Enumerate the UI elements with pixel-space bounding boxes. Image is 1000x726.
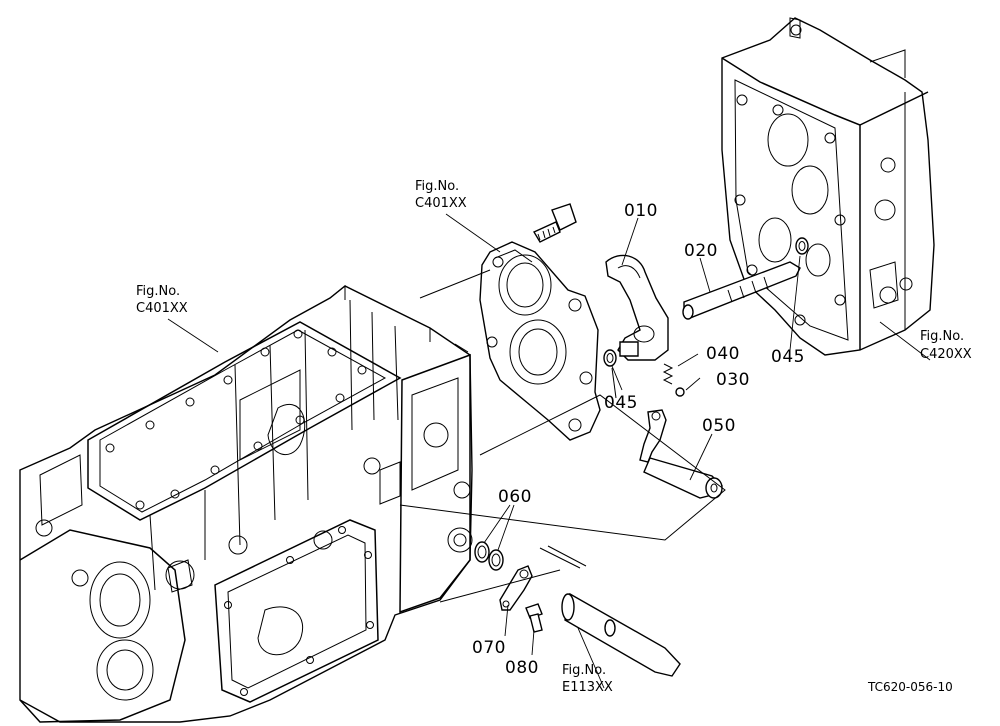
- fig-ref-c420-line2: C420XX: [920, 347, 972, 362]
- fig-ref-c401-left-line2: C401XX: [136, 301, 188, 316]
- ball-030: [675, 387, 685, 397]
- fig-ref-e113-line1: Fig.No.: [562, 663, 606, 678]
- callout-045-right: 045: [771, 347, 805, 367]
- cover-bolt: [532, 203, 577, 243]
- fig-ref-e113-line2: E113XX: [562, 680, 613, 695]
- shaft-lower: [539, 545, 681, 677]
- callout-010: 010: [624, 201, 658, 221]
- callout-030: 030: [716, 370, 750, 390]
- callout-045-left: 045: [604, 393, 638, 413]
- fig-ref-c420-line1: Fig.No.: [920, 329, 964, 344]
- shift-shaft-020: [682, 261, 801, 320]
- callout-080: 080: [505, 658, 539, 678]
- o-ring-045-right: [795, 237, 809, 255]
- callout-060: 060: [498, 487, 532, 507]
- o-rings-060: [474, 541, 504, 571]
- spring-040: [662, 363, 674, 385]
- cover-plate: [479, 241, 601, 441]
- shift-arm-050: [639, 409, 723, 499]
- explode-lines: [399, 269, 726, 603]
- callout-040: 040: [706, 344, 740, 364]
- transmission-case: [19, 284, 473, 723]
- bolt-080: [525, 603, 543, 633]
- fig-ref-c401-top-line2: C401XX: [415, 196, 467, 211]
- fig-ref-c401-left-line1: Fig.No.: [136, 284, 180, 299]
- callout-070: 070: [472, 638, 506, 658]
- leader-lines: [167, 213, 931, 689]
- plate-070: [499, 565, 533, 611]
- fig-ref-c401-top-line1: Fig.No.: [415, 179, 459, 194]
- drawing-code: TC620-056-10: [867, 680, 953, 694]
- rear-housing: [721, 17, 935, 356]
- o-ring-045-left: [603, 349, 617, 367]
- callout-020: 020: [684, 241, 718, 261]
- callout-050: 050: [702, 416, 736, 436]
- shift-fork-010: [605, 254, 669, 361]
